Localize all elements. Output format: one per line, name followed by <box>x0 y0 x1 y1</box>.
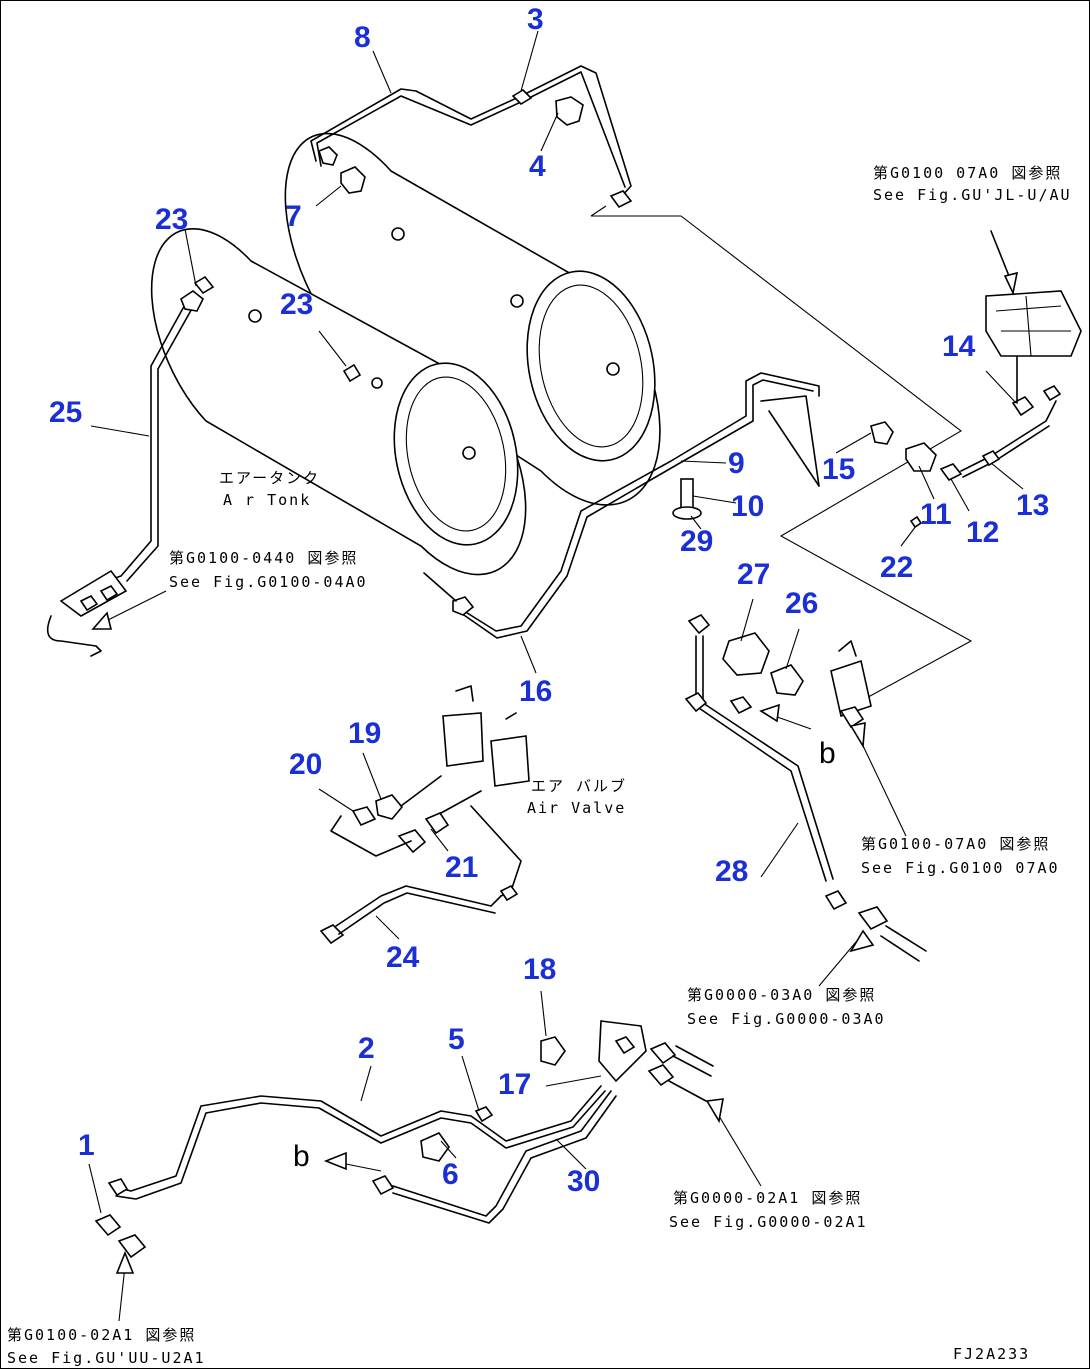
air-tank-rear <box>284 132 661 506</box>
callout-5: 5 <box>448 1023 465 1056</box>
letter-b-right: b <box>819 737 836 770</box>
fitting-group-right <box>905 345 1062 529</box>
bolt-10 <box>672 478 702 520</box>
callout-24: 24 <box>386 941 420 974</box>
ref-lower-mid-en: See Fig.G0000-03A0 <box>687 1010 886 1028</box>
callout-20: 20 <box>289 748 322 781</box>
callout-30: 30 <box>567 1165 600 1198</box>
fitting-15 <box>870 421 894 445</box>
ref-left-en: See Fig.G0100-04A0 <box>169 573 368 591</box>
air-valve-group <box>330 685 530 897</box>
callout-25: 25 <box>49 396 82 429</box>
fitting-3 <box>511 88 533 106</box>
callout-23: 23 <box>155 203 188 236</box>
valve-block-top-right <box>985 290 1082 357</box>
callout-11: 11 <box>920 498 952 531</box>
letter-b-left: b <box>293 1140 310 1173</box>
bolt-6 <box>420 1132 450 1162</box>
fitting-7 <box>318 146 366 194</box>
callout-19: 19 <box>348 717 381 750</box>
ref-mid-right-en: See Fig.G0100 07A0 <box>861 859 1060 877</box>
fitting-4 <box>555 96 584 126</box>
ref-top-right-en: See Fig.GU'JL-U/AU <box>873 186 1072 204</box>
air-tank-label-jp: エアータンク <box>219 469 320 487</box>
air-valve-label-jp: エア バルブ <box>531 777 627 795</box>
fitting-5 <box>474 1106 494 1123</box>
callout-4: 4 <box>529 150 546 183</box>
ref-lower-right-jp: 第G0000-02A1 図参照 <box>673 1189 862 1207</box>
drawing-code: FJ2A233 <box>953 1345 1030 1363</box>
ref-bottom-left-en: See Fig.GU'UU-U2A1 <box>7 1349 206 1367</box>
callout-6: 6 <box>442 1158 459 1191</box>
callout-12: 12 <box>966 516 999 549</box>
callout-7: 7 <box>285 200 302 233</box>
arrowheads <box>91 611 875 1274</box>
callout-15: 15 <box>822 453 855 486</box>
callout-16: 16 <box>519 675 552 708</box>
ref-mid-right-jp: 第G0100-07A0 図参照 <box>861 835 1050 853</box>
callout-10: 10 <box>731 490 764 523</box>
pipe-25 <box>46 275 215 657</box>
callout-8: 8 <box>354 21 371 54</box>
ref-arrow-top-right <box>990 230 1012 282</box>
ref-left-jp: 第G0100-0440 図参照 <box>169 549 358 567</box>
ref-top-right-jp: 第G0100 07A0 図参照 <box>873 164 1062 182</box>
callout-13: 13 <box>1016 489 1049 522</box>
callout-26: 26 <box>785 587 818 620</box>
callout-numbers: 1 2 3 4 5 6 7 8 9 10 11 12 13 14 15 16 1… <box>49 3 1049 1198</box>
ref-arrowhead-top-right <box>1003 271 1019 296</box>
bracket-17 <box>598 1020 714 1102</box>
pipe-8 <box>310 65 632 200</box>
ref-lower-right-en: See Fig.G0000-02A1 <box>669 1213 868 1231</box>
air-tank-front <box>150 228 527 576</box>
callout-3: 3 <box>527 3 544 36</box>
callout-14: 14 <box>942 330 976 363</box>
callout-17: 17 <box>498 1068 531 1101</box>
callout-23b: 23 <box>280 288 313 321</box>
solenoid-valve-right <box>722 632 872 729</box>
pipe-30 <box>371 1090 617 1224</box>
pipe-2 <box>94 1085 606 1259</box>
callout-18: 18 <box>523 953 556 986</box>
reference-notes: 第G0100 07A0 図参照 See Fig.GU'JL-U/AU エアータン… <box>7 164 1072 1367</box>
ref-bottom-left-jp: 第G0100-02A1 図参照 <box>7 1326 196 1344</box>
bracket-9 <box>760 395 820 487</box>
air-tank-label-en: A r Tonk <box>223 491 311 509</box>
callout-28: 28 <box>715 855 748 888</box>
reference-outline <box>590 205 973 702</box>
pipe-24 <box>319 884 519 945</box>
callout-9: 9 <box>728 447 745 480</box>
callout-2: 2 <box>358 1032 375 1065</box>
fitting-8-end <box>609 190 633 209</box>
callout-27: 27 <box>737 558 770 591</box>
callout-21: 21 <box>445 851 478 884</box>
callout-29: 29 <box>680 525 713 558</box>
fitting-18 <box>540 1036 566 1066</box>
ref-lower-mid-jp: 第G0000-03A0 図参照 <box>687 986 876 1004</box>
leader-lines <box>88 30 1024 1322</box>
callout-1: 1 <box>78 1129 95 1162</box>
air-valve-label-en: Air Valve <box>527 799 626 817</box>
callout-22: 22 <box>880 551 913 584</box>
pipe-16 <box>423 372 820 639</box>
pipe-28 <box>684 613 927 962</box>
